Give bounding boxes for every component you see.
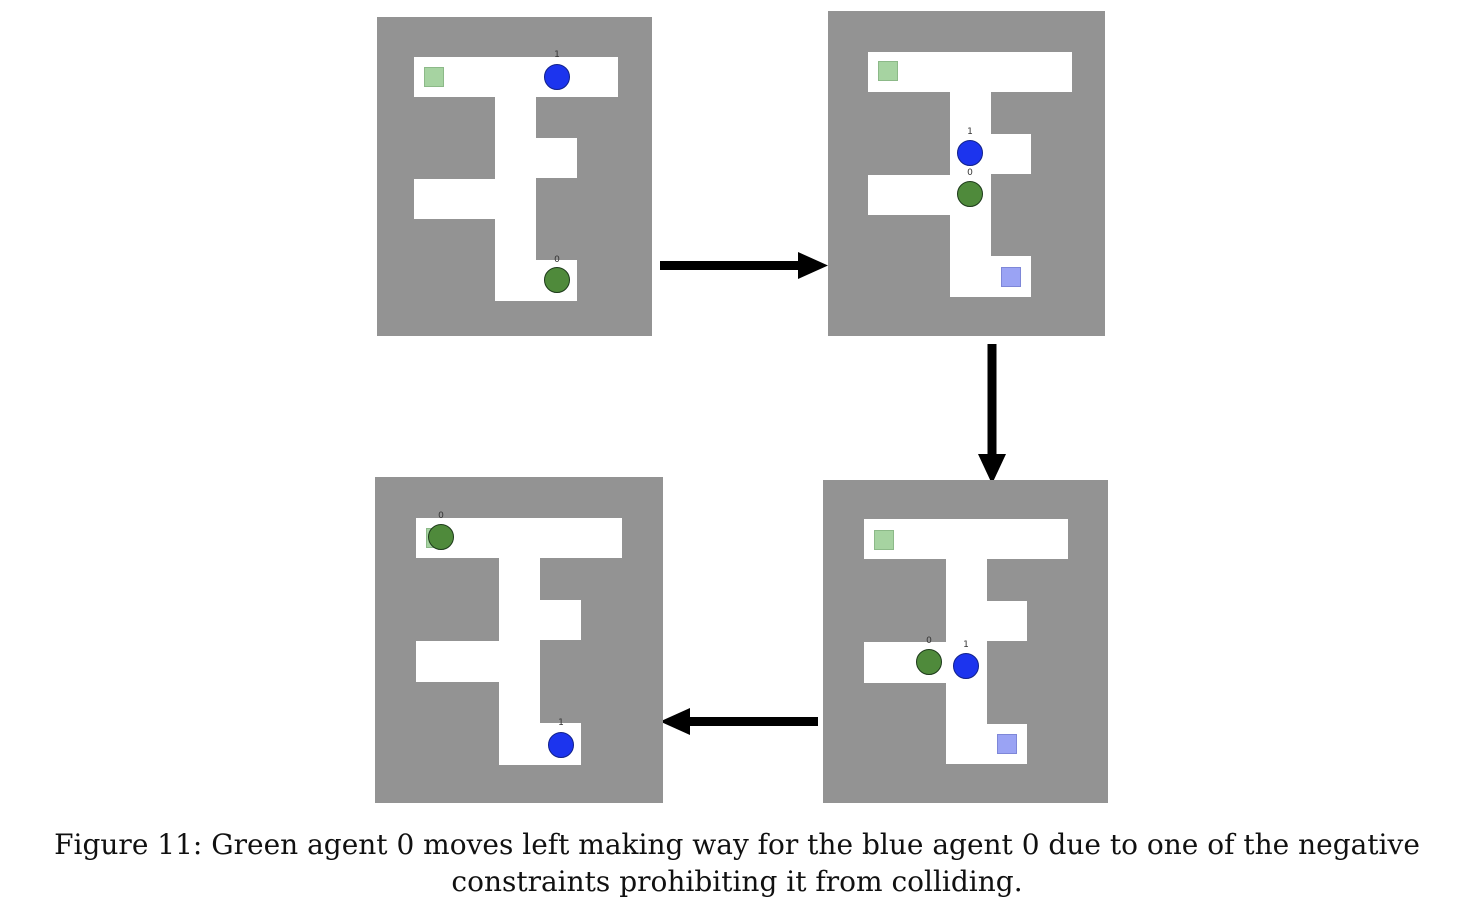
caption-line-2: constraints prohibiting it from collidin… — [451, 865, 1023, 898]
green-goal-marker — [424, 67, 444, 87]
green-agent — [916, 649, 942, 675]
agent-label: 0 — [554, 255, 560, 265]
arrow-left — [660, 708, 818, 735]
grid-panel-step-1: 1 0 — [377, 17, 652, 336]
arrow-right — [660, 252, 828, 279]
grid-panel-step-3: 0 1 — [823, 480, 1108, 803]
blue-agent — [544, 64, 570, 90]
agent-label: 1 — [558, 718, 564, 728]
agent-label: 1 — [554, 50, 560, 60]
corridor-middle-right — [495, 138, 577, 178]
agent-label: 0 — [438, 511, 444, 521]
blue-agent — [548, 732, 574, 758]
caption-line-1: Figure 11: Green agent 0 moves left maki… — [54, 828, 1420, 861]
green-agent — [957, 181, 983, 207]
blue-goal-marker — [1001, 267, 1021, 287]
agent-label: 1 — [967, 127, 973, 137]
corridor-vertical — [946, 519, 987, 764]
blue-goal-marker — [997, 734, 1017, 754]
corridor-middle-left — [416, 641, 540, 682]
green-agent — [544, 267, 570, 293]
agent-label: 1 — [963, 640, 969, 650]
grid-panel-step-2: 1 0 — [828, 11, 1105, 336]
blue-agent — [957, 140, 983, 166]
agent-label: 0 — [967, 168, 973, 178]
blue-agent — [953, 653, 979, 679]
corridor-middle-right — [499, 600, 581, 640]
arrow-down — [978, 344, 1006, 484]
agent-label: 0 — [926, 636, 932, 646]
corridor-middle-right — [946, 601, 1027, 641]
grid-panel-step-4: 0 1 — [375, 477, 663, 803]
green-goal-marker — [878, 61, 898, 81]
corridor-middle-left — [414, 179, 536, 219]
figure-caption: Figure 11: Green agent 0 moves left maki… — [0, 826, 1474, 900]
green-agent — [428, 524, 454, 550]
green-goal-marker — [874, 530, 894, 550]
